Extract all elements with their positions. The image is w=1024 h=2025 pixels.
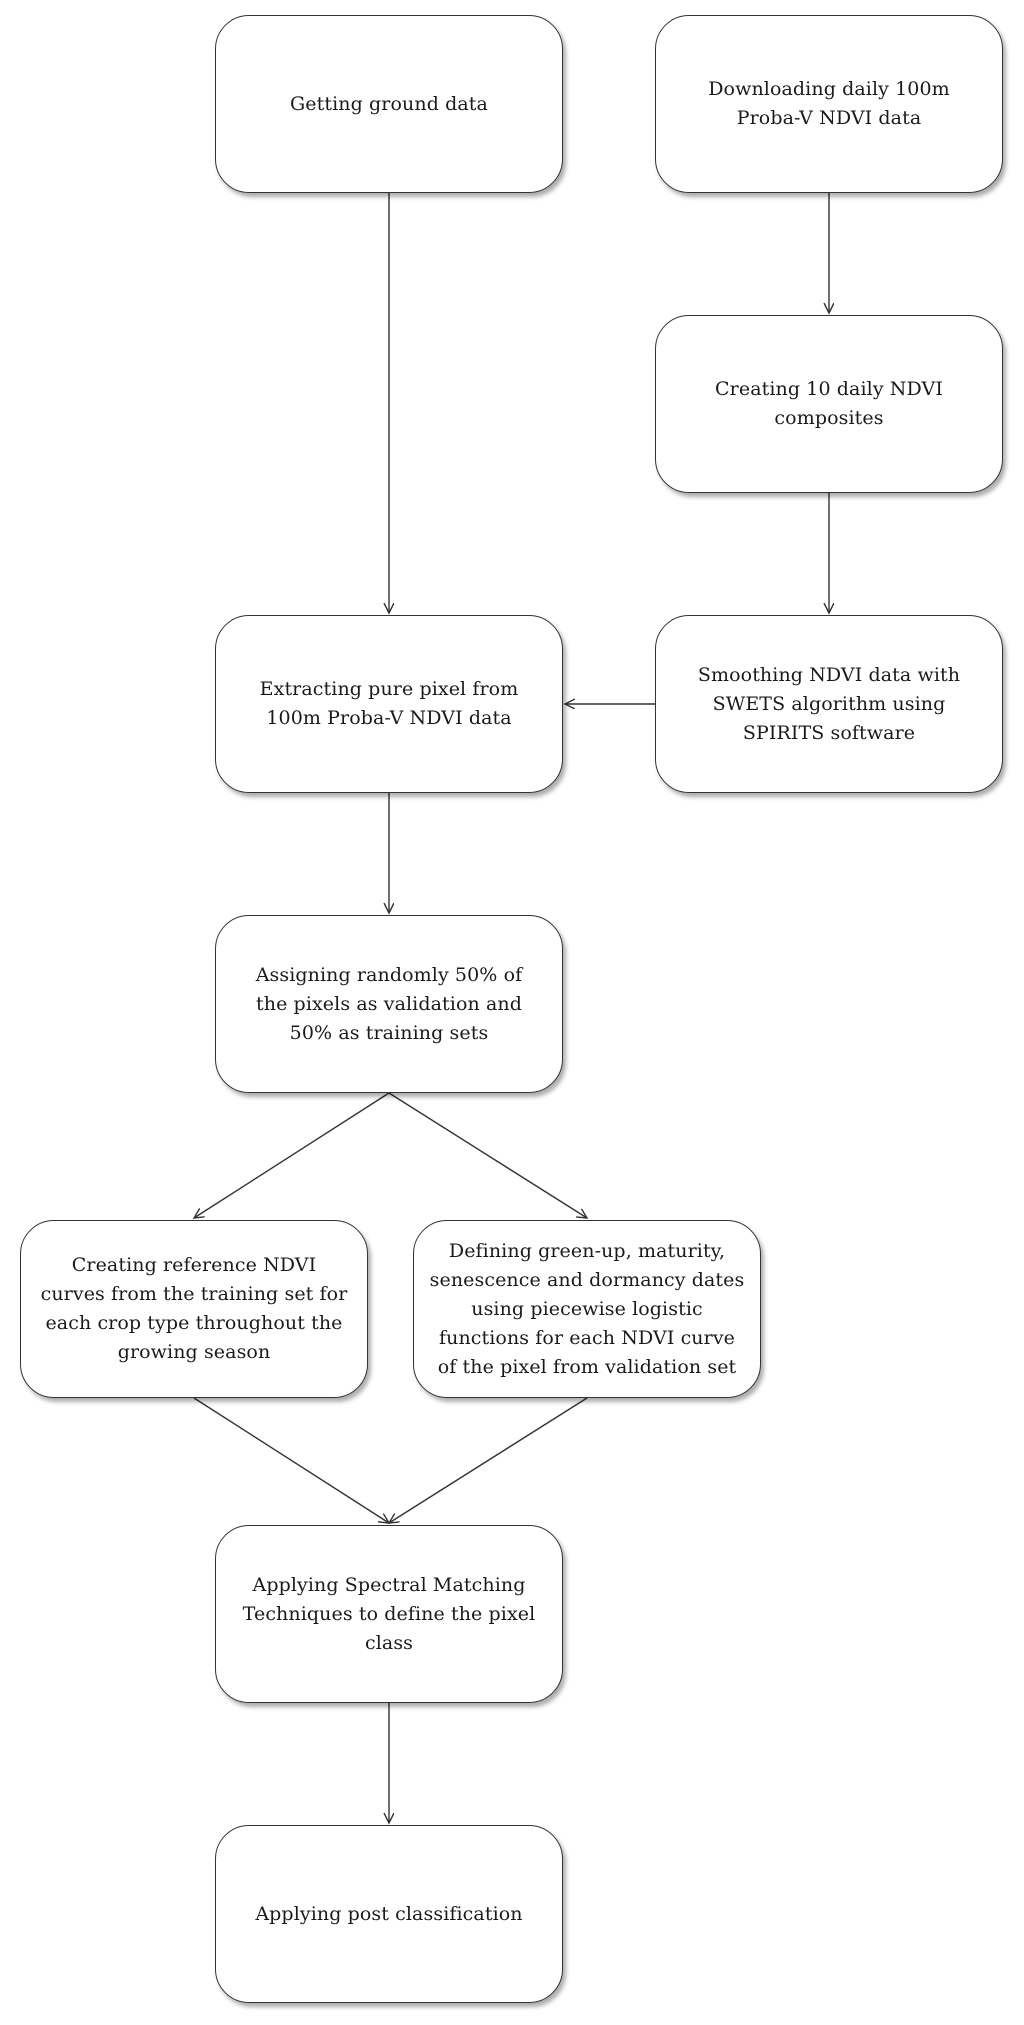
step-label: Applying Spectral Matching Techniques to… [242,1573,536,1654]
step-downloading-ndvi-data: Downloading daily 100m Proba-V NDVI data [655,15,1003,193]
step-assigning-sets: Assigning randomly 50% of the pixels as … [215,915,563,1093]
step-label: Extracting pure pixel from 100m Proba-V … [259,678,519,729]
step-spectral-matching: Applying Spectral Matching Techniques to… [215,1525,563,1703]
step-label: Assigning randomly 50% of the pixels as … [255,963,523,1044]
step-label: Applying post classification [255,1902,523,1925]
step-label: Defining green-up, maturity, senescence … [429,1239,745,1378]
arrow-assign-to-phenology [388,1092,587,1218]
step-creating-composites: Creating 10 daily NDVI composites [655,315,1003,493]
step-post-classification: Applying post classification [215,1825,563,2003]
step-label: Creating 10 daily NDVI composites [715,378,943,429]
step-label: Downloading daily 100m Proba-V NDVI data [708,78,950,129]
step-label: Smoothing NDVI data with SWETS algorithm… [697,663,961,744]
step-label: Creating reference NDVI curves from the … [40,1254,348,1363]
arrow-assign-to-reference [194,1092,390,1218]
step-extracting-pure-pixel: Extracting pure pixel from 100m Proba-V … [215,615,563,793]
step-label: Getting ground data [290,92,488,115]
step-getting-ground-data: Getting ground data [215,15,563,193]
step-smoothing-ndvi-data: Smoothing NDVI data with SWETS algorithm… [655,615,1003,793]
step-defining-phenology-dates: Defining green-up, maturity, senescence … [413,1220,761,1398]
step-creating-reference-curves: Creating reference NDVI curves from the … [20,1220,368,1398]
arrow-phenology-to-matching [389,1397,588,1523]
arrow-reference-to-matching [193,1397,389,1523]
